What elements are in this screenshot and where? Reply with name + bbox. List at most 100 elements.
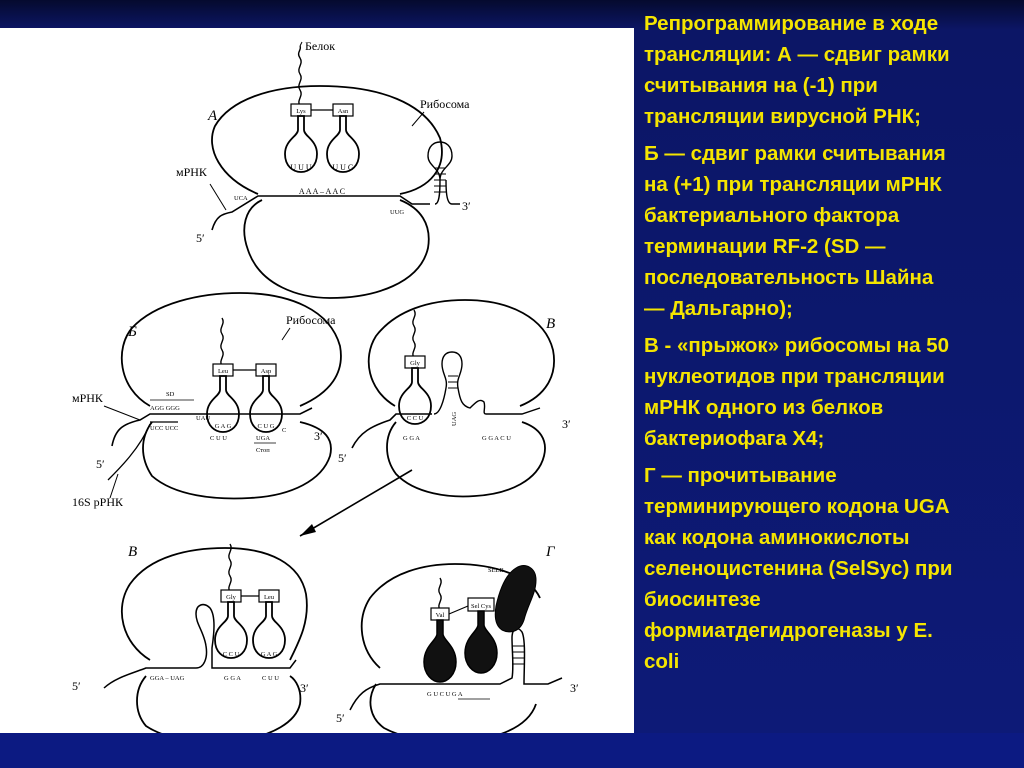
aa-lys-label: Lys [296, 108, 306, 115]
mrna-g [349, 627, 563, 711]
bottom-band [0, 733, 1024, 768]
mrna-v2 [103, 603, 297, 689]
ribosome-label-a: Рибосома [420, 97, 470, 111]
ribosome-b-top [120, 292, 342, 407]
five-prime-v1: 5′ [338, 451, 347, 465]
caption-line: бактериофага X4; [644, 427, 825, 450]
three-prime-b: 3′ [314, 429, 323, 443]
protein-label: Белок [305, 39, 335, 53]
seq-v1-right: G G A C U [482, 435, 511, 442]
ribosome-a-bottom [243, 199, 430, 299]
panel-letter-v2: В [128, 544, 137, 560]
panel-a: Lys Asn U U U U U G A A A – A A C UCA UU… [176, 39, 471, 299]
codon-v2-1: G G A [224, 675, 241, 682]
diagram-panel: Lys Asn U U U U U G A A A – A A C UCA UU… [0, 28, 634, 733]
seq-v2-left: GGA – UAG [150, 675, 185, 682]
ribosome-v1-top [367, 299, 555, 407]
mrna-label-b: мРНК [72, 391, 104, 405]
mrna-label-a: мРНК [176, 165, 208, 179]
mrna-a-hairpin [427, 141, 460, 205]
caption-line: формиатдегидрогеназы у E. [644, 619, 933, 642]
codons-a: A A A – A A C [299, 187, 345, 196]
caption-line: терминирующего кодона UGA [644, 495, 950, 518]
caption-text: Репрограммирование в ходе трансляции: А … [644, 8, 1022, 683]
aa-gly-label-v2: Gly [226, 594, 237, 601]
uag-v1: UAG [451, 412, 458, 426]
mrna-v1 [351, 413, 432, 449]
ribosome-g-bottom [369, 683, 537, 733]
sd-label: SD [166, 391, 175, 398]
c-label: C [282, 427, 286, 434]
uau-seq: UAU [196, 415, 210, 422]
ribosome-b-bottom [142, 421, 332, 500]
panel-b: Leu Asp G A G C U G SD AGG GGG UCC UCC U… [72, 292, 342, 509]
protein-chain-g [438, 577, 442, 611]
caption-line: нуклеотидов при трансляции [644, 365, 945, 388]
selb-label: SELB [488, 567, 505, 574]
caption-line: — Дальгарно); [644, 297, 793, 320]
caption-line: мРНК одного из белков [644, 396, 884, 419]
codon-b2: UGA [256, 435, 270, 442]
caption-paragraph-g: Г — прочитывание терминирующего кодона U… [644, 460, 1022, 677]
selb-protein [494, 565, 537, 633]
sd-top-seq: AGG GGG [150, 405, 180, 412]
stop-label: Стоп [256, 447, 270, 454]
five-prime-b: 5′ [96, 457, 105, 471]
transition-arrow [299, 469, 413, 537]
caption-line: трансляции вирусной РНК; [644, 105, 922, 128]
aa-selcys-label: Sel Cys [471, 603, 492, 610]
caption-line: Б — сдвиг рамки считывания [644, 142, 946, 165]
rrna-label-b: 16S рРНК [72, 495, 124, 509]
five-prime-v2: 5′ [72, 679, 81, 693]
protein-chain-v1 [412, 309, 416, 359]
caption-line: биосинтезе [644, 588, 761, 611]
panel-g: Val Sel Cys SELB G U C U G A Г 5′ 3′ [336, 544, 579, 733]
panel-v2: Gly Leu C C U G A G GGA – UAG G G A C U … [72, 543, 309, 733]
sd-bottom-seq: UCC UCC [150, 425, 178, 432]
anticodon-v2-1: C C U [223, 651, 240, 658]
caption-line: как кодона аминокислоты [644, 526, 910, 549]
ribosome-label-b: Рибосома [286, 313, 336, 327]
panel-letter-a: А [207, 108, 218, 124]
aa-gly-label-v1: Gly [410, 360, 421, 367]
five-prime-g: 5′ [336, 711, 345, 725]
anticodon-a1: U U U [290, 163, 312, 172]
ribosome-a-top [211, 85, 443, 195]
protein-chain-b [220, 317, 224, 367]
ribosome-v2-bottom [136, 675, 302, 733]
panel-v1: Gly C C U G G A UAG G G A C U В 5′ 3′ [338, 299, 571, 498]
codons-g: G U C U G A [427, 691, 463, 698]
caption-line: считывания на (-1) при [644, 74, 878, 97]
translation-reprogramming-diagram: Lys Asn U U U U U G A A A – A A C UCA UU… [72, 39, 579, 733]
mrna-b [111, 407, 313, 447]
aa-val-label: Val [436, 612, 445, 619]
three-prime-v1: 3′ [562, 417, 571, 431]
caption-line: селеноцистенина (SelSyc) при [644, 557, 953, 580]
seq-v1-left: G G A [403, 435, 420, 442]
anticodon-a2: U U G [332, 163, 354, 172]
aa-asp-label-b: Asp [261, 368, 271, 375]
mrna-a [211, 195, 430, 231]
caption-line: терминации RF-2 (SD — [644, 235, 886, 258]
caption-line: бактериального фактора [644, 204, 900, 227]
codon-b1: C U U [210, 435, 227, 442]
mrna-v1-hairpin [433, 351, 541, 415]
five-prime-a: 5′ [196, 231, 205, 245]
caption-paragraph-a: Репрограммирование в ходе трансляции: А … [644, 8, 1022, 132]
ribosome-v2-top [121, 547, 308, 661]
caption-line: последовательность Шайна [644, 266, 934, 289]
caption-paragraph-v: В - «прыжок» рибосомы на 50 нуклеотидов … [644, 330, 1022, 454]
anticodon-b1: G A G [215, 423, 232, 430]
aa-leu-label-b: Leu [218, 368, 229, 375]
aa-leu-label-v2: Leu [264, 594, 275, 601]
caption-paragraph-b: Б — сдвиг рамки считывания на (+1) при т… [644, 138, 1022, 324]
aa-asn-label: Asn [338, 108, 349, 115]
ribosome-v1-bottom [386, 421, 546, 498]
anticodon-b2: C U G [258, 423, 275, 430]
caption-line: coli [644, 650, 680, 673]
three-prime-v2: 3′ [300, 681, 309, 695]
caption-line: Репрограммирование в ходе [644, 12, 939, 35]
rrna-b [107, 421, 178, 481]
panel-letter-g: Г [545, 544, 556, 560]
